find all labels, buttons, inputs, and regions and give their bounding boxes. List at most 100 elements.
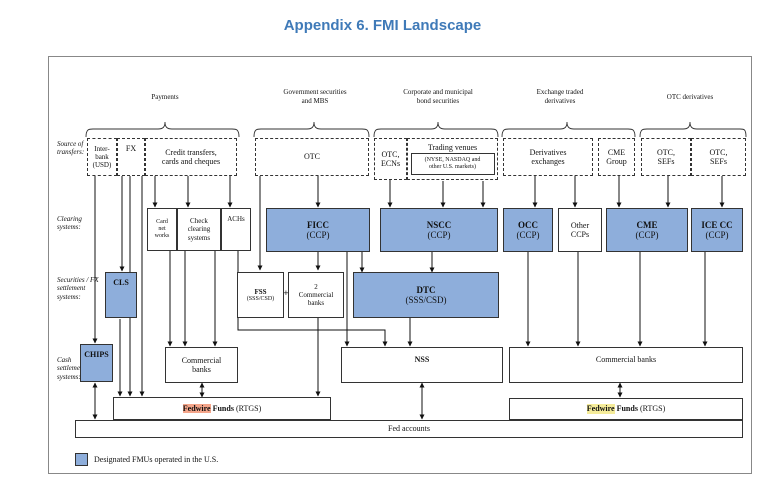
fedwire-right-rest: (RTGS) [639,404,666,414]
source-cme-line1: CME [607,147,626,157]
card-networks-line1: Card [156,219,168,226]
row-label-clearing-line2: systems: [57,223,81,232]
category-exchange-derivatives: Exchange traded derivatives [510,88,610,106]
category-gov-line1: Government securities [283,88,347,96]
source-interbank-line3: (USD) [92,161,112,170]
source-sef1-line1: OTC, [657,147,675,157]
fss-name: FSS [254,287,267,296]
source-venues-sub-line1: (NYSE, NASDAQ and [424,157,481,164]
source-sef1-line2: SEFs [657,157,675,166]
source-trading-venues-sub: (NYSE, NASDAQ and other U.S. markets) [410,153,495,176]
cash-commercial-banks-left: Commercial banks [165,347,238,383]
source-trading-venues-title: Trading venues [427,142,478,152]
clearing-nscc: NSCC (CCP) [380,208,498,252]
cash-fedwire-right: Fedwire Funds (RTGS) [509,398,743,420]
nscc-sub: (CCP) [427,230,451,240]
clearing-achs: ACHs [221,208,251,251]
cash-fed-accounts: Fed accounts [75,420,743,438]
fedwire-left-rest: (RTGS) [235,403,262,413]
row-label-clearing-line1: Clearing [57,215,82,223]
row-label-clearing: Clearing systems: [57,215,82,232]
ice-sub: (CCP) [705,230,729,240]
row-label-cash-line1: Cash [57,356,72,364]
row-label-cash: Cash settlement systems: [57,356,85,381]
row-label-source: Source of transfers: [57,140,84,157]
source-fx: FX [117,138,145,176]
ice-name: ICE CC [701,219,733,230]
brace-payments [85,121,240,138]
settlement-cls: CLS [105,272,137,318]
cash-cb-left-line1: Commercial [181,355,222,365]
dtc-sub: (SSS/CSD) [405,295,447,305]
category-exch-line1: Exchange traded [536,88,584,96]
row-label-cash-line2: settlement [57,364,86,373]
legend-swatch [75,453,88,466]
check-clearing-line3: systems [187,233,211,242]
dtc-name: DTC [416,284,436,295]
settlement-fss: FSS (SSS/CSD) [237,272,284,318]
row-label-settlement-line3: systems: [57,292,81,301]
category-corporate-bonds: Corporate and municipal bond securities [383,88,493,106]
diagram-frame [48,56,752,474]
fss-sub: (SSS/CSD) [246,295,275,302]
source-otc-ecns-line2: ECNs [380,159,401,168]
two-cb-line1: 2 [314,282,318,291]
clearing-check-clearing: Check clearing systems [177,208,221,251]
source-interbank: Inter- bank (USD) [87,138,117,176]
category-braces [85,121,747,138]
row-label-source-line1: Source of [57,140,84,148]
clearing-occ: OCC (CCP) [503,208,553,252]
row-label-source-line2: transfers: [57,148,85,157]
nscc-name: NSCC [426,219,452,230]
brace-exch [501,121,636,138]
source-sef2-line1: OTC, [709,147,728,157]
clearing-cme: CME (CCP) [606,208,688,252]
source-interbank-line1: Inter- [94,144,110,153]
fedwire-right-highlight: Fedwire [586,404,615,414]
cash-nss: NSS [341,347,503,383]
source-deriv-line1: Derivatives [529,147,567,157]
ficc-sub: (CCP) [306,230,330,240]
category-government-securities: Government securities and MBS [260,88,370,106]
brace-corp [373,121,499,138]
source-otc-ecns: OTC, ECNs [374,138,407,180]
source-interbank-line2: bank [95,152,109,161]
card-networks-line2: net [158,226,166,233]
category-exch-line2: derivatives [544,96,576,105]
source-credit-line2: cards and cheques [161,157,221,166]
source-sef2-line2: SEFs [710,157,727,166]
brace-otc [639,121,747,138]
legend-text: Designated FMUs operated in the U.S. [94,455,219,464]
source-otc-ecns-line1: OTC, [381,149,400,159]
clearing-other-ccps: Other CCPs [558,208,602,252]
source-credit-transfers: Credit transfers, cards and cheques [145,138,237,176]
settlement-dtc: DTC (SSS/CSD) [353,272,499,318]
other-ccps-line1: Other [570,220,590,230]
category-gov-line2: and MBS [301,96,329,105]
clearing-card-networks: Card net works [147,208,177,251]
clearing-ice-cc: ICE CC (CCP) [691,208,743,252]
ficc-name: FICC [307,219,329,230]
cme-name: CME [636,219,658,230]
settlement-plus: + [283,287,289,298]
source-credit-line1: Credit transfers, [165,147,217,157]
brace-gov [253,121,370,138]
source-cme-group: CME Group [598,138,635,176]
other-ccps-line2: CCPs [570,230,590,239]
cash-commercial-banks-right: Commercial banks [509,347,743,383]
check-clearing-line2: clearing [187,225,211,234]
source-trading-venues: Trading venues (NYSE, NASDAQ and other U… [407,138,498,180]
two-cb-line2: Commercial [298,290,334,299]
row-label-cash-line3: systems: [57,372,81,381]
occ-name: OCC [518,219,538,230]
cash-chips: CHIPS [80,344,113,382]
source-venues-sub-line2: other U.S. markets) [429,164,476,171]
occ-sub: (CCP) [516,230,540,240]
category-otc-derivatives: OTC derivatives [666,93,714,101]
category-corp-line2: bond securities [416,96,460,105]
settlement-2-commercial-banks: 2 Commercial banks [288,272,344,318]
clearing-ficc: FICC (CCP) [266,208,370,252]
cash-fedwire-left: Fedwire Funds (RTGS) [113,397,331,420]
source-deriv-line2: exchanges [531,157,565,166]
two-cb-line3: banks [307,299,325,308]
